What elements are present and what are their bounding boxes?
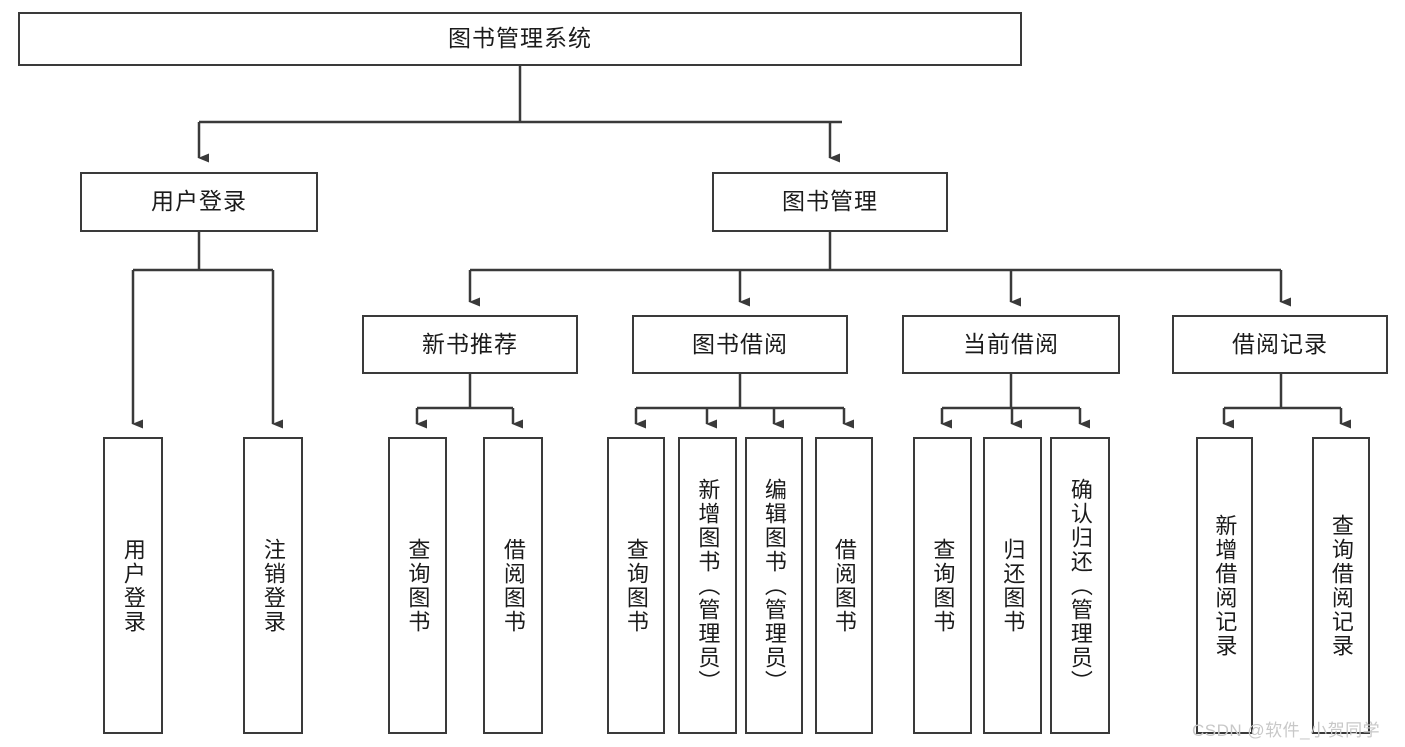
- node-current-borrow[interactable]: 当前借阅: [902, 315, 1120, 374]
- leaf-add-book-admin[interactable]: 新增图书（管理员）: [678, 437, 737, 734]
- node-label: 图书管理系统: [448, 25, 592, 52]
- node-label: 图书借阅: [692, 330, 788, 357]
- node-book-management[interactable]: 图书管理: [712, 172, 948, 232]
- node-label: 新书推荐: [422, 330, 518, 357]
- node-label: 当前借阅: [963, 330, 1059, 357]
- leaf-query-borrow-record[interactable]: 查询借阅记录: [1312, 437, 1370, 734]
- leaf-logout-login[interactable]: 注销登录: [243, 437, 303, 734]
- leaf-return-book[interactable]: 归还图书: [983, 437, 1042, 734]
- node-label: 查询图书: [930, 537, 956, 634]
- node-label: 借阅记录: [1232, 330, 1328, 357]
- node-borrow-record[interactable]: 借阅记录: [1172, 315, 1388, 374]
- leaf-query-book-borrow[interactable]: 查询图书: [607, 437, 665, 734]
- node-label: 用户登录: [120, 537, 146, 634]
- leaf-confirm-return-admin[interactable]: 确认归还（管理员）: [1050, 437, 1110, 734]
- node-label: 注销登录: [260, 537, 286, 634]
- node-new-book-recommend[interactable]: 新书推荐: [362, 315, 578, 374]
- leaf-add-borrow-record[interactable]: 新增借阅记录: [1196, 437, 1253, 734]
- leaf-query-book-current[interactable]: 查询图书: [913, 437, 972, 734]
- node-label: 确认归还（管理员）: [1067, 477, 1093, 694]
- node-label: 借阅图书: [831, 537, 857, 634]
- node-label: 查询图书: [623, 537, 649, 634]
- leaf-edit-book-admin[interactable]: 编辑图书（管理员）: [745, 437, 803, 734]
- leaf-borrow-book[interactable]: 借阅图书: [815, 437, 873, 734]
- node-label: 图书管理: [782, 188, 878, 215]
- node-user-login[interactable]: 用户登录: [80, 172, 318, 232]
- node-label: 新增借阅记录: [1212, 513, 1238, 658]
- node-label: 查询图书: [405, 537, 431, 634]
- leaf-query-book-recommend[interactable]: 查询图书: [388, 437, 447, 734]
- leaf-user-login[interactable]: 用户登录: [103, 437, 163, 734]
- node-label: 查询借阅记录: [1328, 513, 1354, 658]
- node-label: 编辑图书（管理员）: [761, 477, 787, 694]
- node-label: 归还图书: [1000, 537, 1026, 634]
- csdn-watermark: CSDN @软件_小贺同学: [1192, 721, 1381, 740]
- node-label: 借阅图书: [500, 537, 526, 634]
- node-label: 新增图书（管理员）: [695, 477, 721, 694]
- node-root-book-management-system[interactable]: 图书管理系统: [18, 12, 1022, 66]
- node-book-borrow[interactable]: 图书借阅: [632, 315, 848, 374]
- leaf-borrow-book-recommend[interactable]: 借阅图书: [483, 437, 543, 734]
- node-label: 用户登录: [151, 188, 247, 215]
